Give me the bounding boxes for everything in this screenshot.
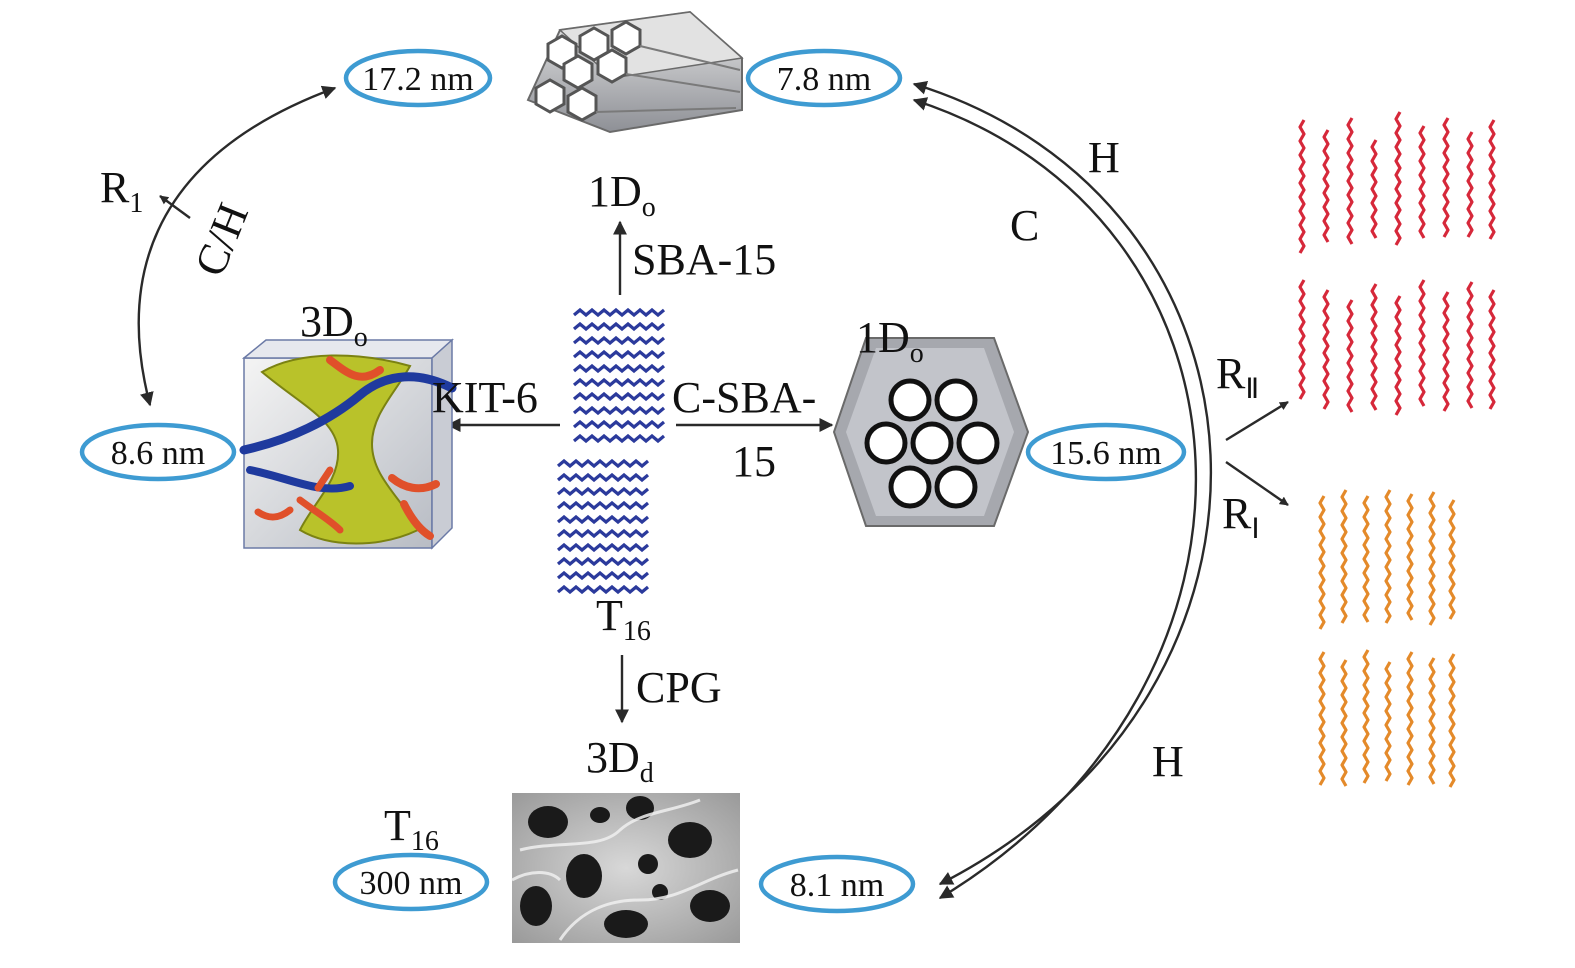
h-top-label: H [1088,133,1120,182]
ch-label: C/H [185,196,258,282]
pill-8-6-label: 8.6 nm [111,435,205,472]
r1-label: R1 [100,163,143,219]
pill-17-2-label: 17.2 nm [362,61,473,98]
r1-arrow [159,195,191,219]
rI-label: RⅠ [1222,489,1260,545]
pill-8-1-label: 8.1 nm [790,867,884,904]
sba15-label: SBA-15 [632,235,776,284]
kit6-label: KIT-6 [432,373,538,422]
inner-arc-arrow [912,97,1198,900]
threed-d-label: 3Dd [586,733,654,789]
t16-molecule-stack [556,307,666,595]
rI-arrow [1225,461,1289,506]
pill-300: 300 nm [332,852,490,912]
h-bottom-label: H [1152,737,1184,786]
gyroid-cube-image [239,338,457,550]
t16-center-label: T16 [596,591,651,647]
csba15-label-line2: 15 [732,437,776,486]
t16-bottom-label: T16 [384,801,439,857]
oned-right-label: 1Do [856,313,924,369]
c-top-label: C [1010,201,1039,250]
pill-8-1: 8.1 nm [758,854,916,914]
rII-chain-image [1298,111,1496,416]
rII-arrow [1225,400,1289,442]
rI-chain-image [1318,489,1456,788]
pill-17-2: 17.2 nm [343,48,493,108]
hexagonal-pore-array-image [832,337,1030,527]
oned-top-label: 1Do [588,167,656,223]
rII-label: RⅡ [1216,349,1259,405]
csba15-label-line1: C-SBA- [672,373,816,422]
threed-o-label: 3Do [300,297,368,353]
arrows [137,81,1289,900]
pill-7-8-label: 7.8 nm [777,61,871,98]
pill-7-8: 7.8 nm [745,48,903,108]
pill-15-6: 15.6 nm [1025,422,1187,482]
pill-15-6-label: 15.6 nm [1050,435,1161,472]
ch-double-arrow [137,85,337,407]
cpg-sem-image [511,793,740,943]
cpg-label: CPG [636,663,722,712]
pill-300-label: 300 nm [360,865,463,902]
pill-8-6: 8.6 nm [79,422,237,482]
hexagonal-rod-bundle-image [526,10,744,134]
